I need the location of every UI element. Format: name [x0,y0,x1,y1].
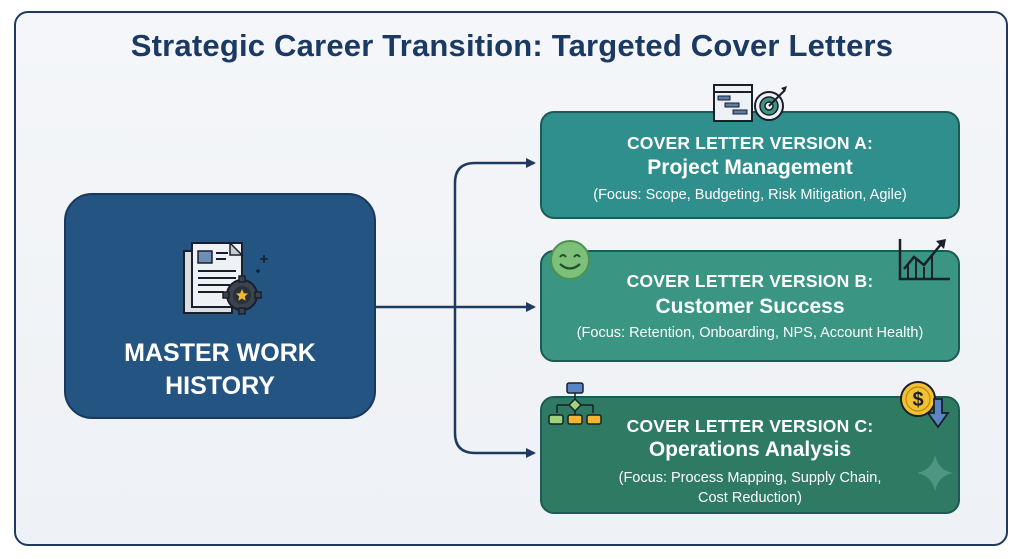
gantt-target-icon [713,84,787,122]
resume-gear-icon [183,241,268,315]
version-b-focus: (Focus: Retention, Onboarding, NPS, Acco… [576,325,924,341]
flowchart-icon [548,382,602,425]
diagram-title: Strategic Career Transition: Targeted Co… [130,28,894,63]
version-c-card: COVER LETTER VERSION C: Operations Analy… [540,396,960,514]
master-work-history-label: MASTER WORK HISTORY [124,339,316,400]
smiley-face-icon [550,240,590,280]
version-c-subtitle: Operations Analysis [648,438,852,461]
sparkle-icon [917,455,953,491]
svg-text:$: $ [912,389,923,411]
version-c-heading: COVER LETTER VERSION C: [626,416,874,436]
version-b-card: COVER LETTER VERSION B: Customer Success… [540,250,960,362]
connector-to-version-c [453,307,536,458]
version-c-focus: (Focus: Process Mapping, Supply Chain, C… [618,470,882,506]
version-b-subtitle: Customer Success [655,295,845,318]
dollar-down-icon: $ [900,381,950,429]
version-a-heading: COVER LETTER VERSION A: [626,133,874,153]
version-a-subtitle: Project Management [647,156,853,179]
version-a-card: COVER LETTER VERSION A: Project Manageme… [540,111,960,219]
master-work-history-box: MASTER WORK HISTORY [64,193,376,419]
version-a-focus: (Focus: Scope, Budgeting, Risk Mitigatio… [593,187,907,203]
trend-chart-icon [898,239,950,281]
version-b-heading: COVER LETTER VERSION B: [626,271,874,291]
connector-to-version-a [453,158,536,307]
